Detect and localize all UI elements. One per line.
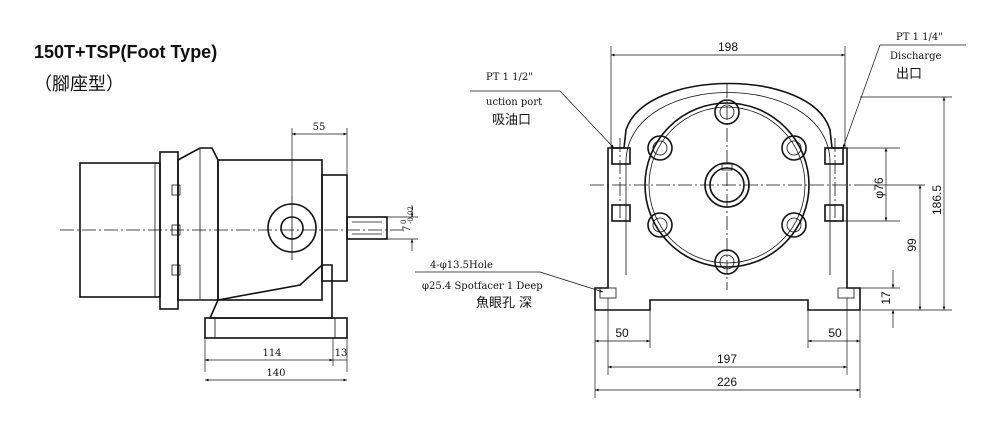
shaft-tol-upper: 0: [400, 220, 408, 224]
dim-76-label: φ76: [872, 177, 886, 198]
dim-226-label: 226: [717, 375, 737, 389]
spotface-label: φ25.4 Spotfacer 1 Deep: [422, 281, 543, 292]
foot-plate: [204, 317, 348, 339]
dim-17-label: 17: [879, 291, 893, 305]
pump-housing: [594, 82, 861, 311]
front-view: 198 φ76 186.5 99 17 50 50 197 226: [415, 32, 966, 398]
hole-label: 4-φ13.5Hole: [430, 260, 493, 271]
housing-inner: [625, 92, 831, 275]
suction-port-label: uction port: [486, 97, 542, 108]
bolt-icon: [781, 212, 807, 238]
dim-13-label: 13: [335, 348, 348, 359]
diagram-title: 150T+TSP(Foot Type): [34, 42, 218, 62]
shaft: [346, 216, 388, 240]
motor-flange: [159, 151, 179, 310]
suction-port-cn-label: 吸油口: [492, 113, 531, 128]
bolt-icon: [781, 135, 807, 161]
dim-186-label: 186.5: [930, 185, 944, 215]
dim-99-label: 99: [905, 238, 919, 252]
dim-50-left-label: 50: [615, 326, 629, 340]
dim-55-label: 55: [313, 122, 326, 133]
discharge-pt-label: PT 1 1/4": [896, 32, 943, 43]
dim-197-label: 197: [717, 352, 737, 366]
dim-50-right-label: 50: [828, 326, 842, 340]
dim-140-label: 140: [266, 368, 285, 379]
side-view: 55 7 0 -0.02 114 13 140: [60, 122, 418, 382]
spotface-cn-label: 魚眼孔 深: [476, 296, 532, 311]
shaft-tol-value: 7: [402, 226, 413, 232]
discharge-label: Discharge: [890, 51, 942, 62]
shaft-tolerance: 7 0 -0.02: [400, 206, 415, 232]
suction-pt-label: PT 1 1/2": [486, 72, 533, 83]
shaft-tol-lower: -0.02: [407, 206, 415, 224]
discharge-cn-label: 出口: [896, 67, 922, 82]
dim-198-label: 198: [718, 40, 738, 54]
diagram-subtitle: （腳座型）: [34, 74, 124, 95]
foot-bracket: [208, 264, 333, 319]
bolt-icon: [647, 135, 673, 161]
suction-port-flange: [611, 147, 631, 165]
dim-114-label: 114: [262, 348, 281, 359]
adapter: [177, 147, 219, 301]
bolt-icon: [647, 212, 673, 238]
flange-bolt-icon: [171, 264, 181, 276]
flange-bolt-icon: [171, 184, 181, 196]
discharge-port-flange: [824, 147, 844, 165]
